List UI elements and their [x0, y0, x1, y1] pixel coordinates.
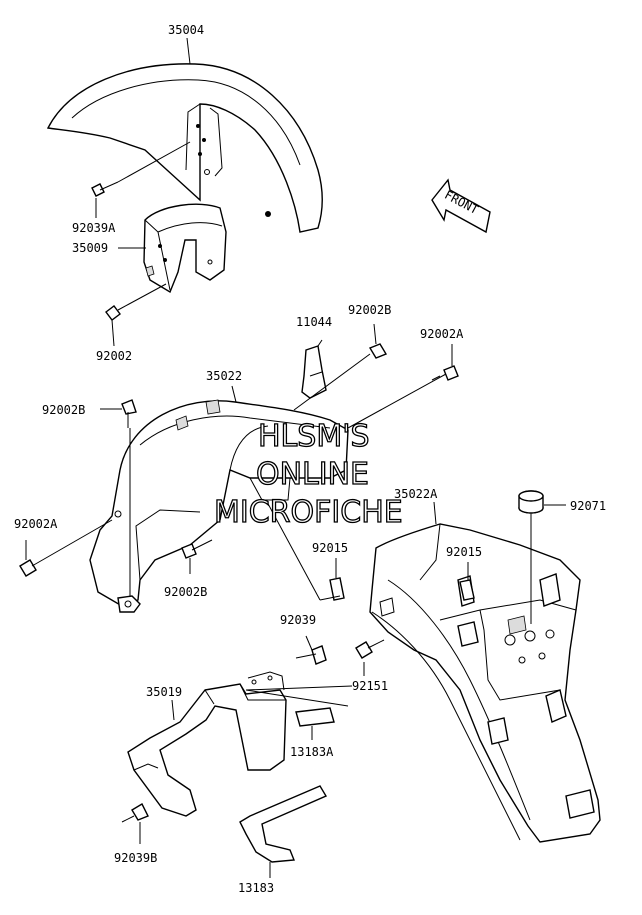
watermark-line-2: ONLINE	[256, 457, 369, 492]
plate-13183A[interactable]	[245, 689, 349, 740]
rear-fender-35022A[interactable]	[369, 523, 601, 843]
label-13183: 13183	[238, 881, 274, 895]
label-92015-a: 92015	[312, 541, 348, 555]
leader-line	[265, 499, 321, 601]
leader-line	[111, 319, 115, 347]
bolt-92002[interactable]	[105, 283, 167, 321]
leader-line	[231, 385, 237, 403]
inner-fender-35022[interactable]	[89, 399, 349, 613]
bolt-92039[interactable]	[295, 635, 327, 665]
clip-92015-a[interactable]	[329, 558, 345, 601]
label-92071: 92071	[570, 499, 606, 513]
fender-bracket[interactable]	[143, 203, 227, 294]
clip-92015-b[interactable]	[459, 562, 475, 601]
bolt-92002B-mid[interactable]	[181, 539, 213, 574]
bolt-92151[interactable]	[355, 639, 385, 676]
bracket-11044[interactable]	[301, 339, 327, 399]
bolt-92039A[interactable]	[91, 141, 191, 197]
watermark: HLSM'S ONLINE MICROFICHE	[213, 418, 403, 530]
bolt-92039B[interactable]	[121, 803, 149, 844]
bolt-92002A-left[interactable]	[19, 519, 113, 577]
label-35022A: 35022A	[394, 487, 438, 501]
bolt-92002A-top[interactable]	[307, 344, 459, 451]
label-92015-b: 92015	[446, 545, 482, 559]
watermark-line-1: HLSM'S	[258, 419, 370, 454]
label-92002-top: 92002	[96, 349, 132, 363]
label-92002B-left: 92002B	[42, 403, 85, 417]
bracket-13183[interactable]	[239, 785, 328, 878]
label-92002A-top: 92002A	[420, 327, 464, 341]
label-92039: 92039	[280, 613, 316, 627]
label-92002B-top: 92002B	[348, 303, 391, 317]
front-fender[interactable]	[46, 63, 323, 233]
rubber-92071[interactable]	[518, 490, 566, 624]
label-92039A: 92039A	[72, 221, 116, 235]
leader-line	[186, 37, 191, 65]
label-13183A: 13183A	[290, 745, 334, 759]
label-92039B: 92039B	[114, 851, 157, 865]
label-35009: 35009	[72, 241, 108, 255]
leader-line	[433, 501, 437, 525]
label-35022: 35022	[206, 369, 242, 383]
leader-line	[245, 685, 353, 691]
label-92002B-mid: 92002B	[164, 585, 207, 599]
front-direction-arrow: FRONT	[431, 178, 491, 234]
watermark-line-3: MICROFICHE	[214, 495, 403, 530]
leader-line	[319, 595, 341, 601]
bolt-92002B-top[interactable]	[293, 323, 388, 411]
label-35004: 35004	[168, 23, 204, 37]
label-35019: 35019	[146, 685, 182, 699]
flap-bracket-35019[interactable]	[127, 671, 287, 817]
label-92002A-left: 92002A	[14, 517, 58, 531]
label-11044: 11044	[296, 315, 332, 329]
label-92151: 92151	[352, 679, 388, 693]
bolt-92002B-left[interactable]	[100, 399, 137, 428]
